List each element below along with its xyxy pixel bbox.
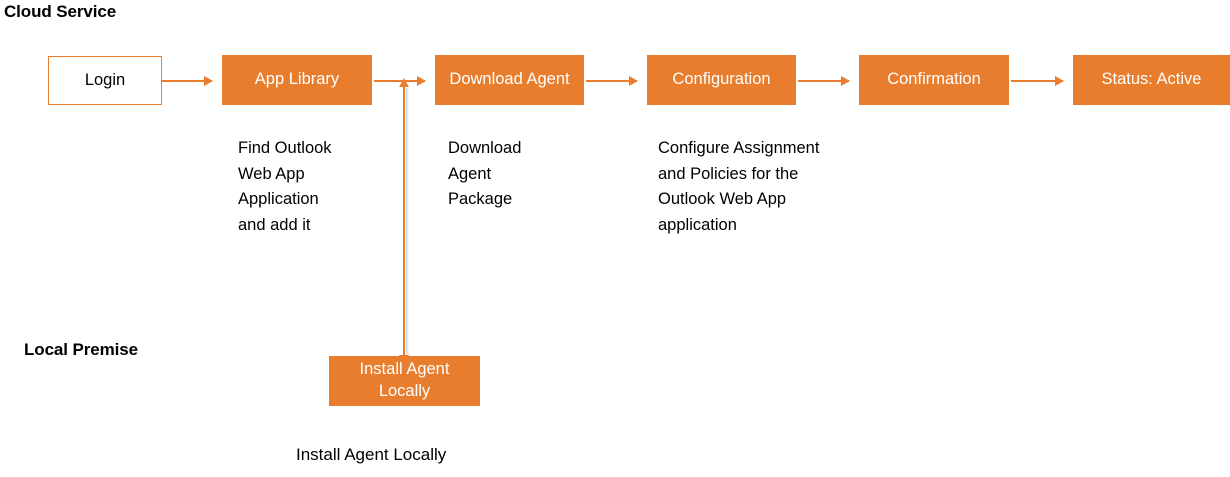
- caption-install-agent-locally: Install Agent Locally: [296, 445, 447, 464]
- arrow-vertical-shadow: [406, 88, 409, 356]
- description-download-agent: Download Agent Package: [448, 139, 522, 208]
- node-confirmation-label: Confirmation: [887, 70, 981, 89]
- node-install-agent-locally-label: Install Agent Locally: [359, 360, 450, 400]
- arrow-download-agent-to-configuration: [586, 76, 638, 86]
- arrow-confirmation-to-status: [1011, 76, 1064, 86]
- arrow-download-agent-to-install-agent: [399, 78, 409, 364]
- section-title-cloud-service: Cloud Service: [4, 2, 117, 21]
- node-configuration-label: Configuration: [672, 70, 771, 89]
- node-login[interactable]: Login: [48, 56, 162, 105]
- node-confirmation[interactable]: Confirmation: [859, 55, 1009, 105]
- node-status-active-label: Status: Active: [1101, 70, 1202, 89]
- section-title-local-premise: Local Premise: [24, 340, 138, 359]
- node-login-label: Login: [84, 70, 126, 89]
- description-app-library: Find Outlook Web App Application and add…: [238, 139, 332, 234]
- node-install-agent-locally[interactable]: Install Agent Locally: [329, 356, 480, 406]
- node-download-agent-label: Download Agent: [449, 70, 570, 89]
- node-configuration[interactable]: Configuration: [647, 55, 796, 105]
- description-configuration: Configure Assignment and Policies for th…: [658, 139, 820, 234]
- arrow-configuration-to-confirmation: [798, 76, 850, 86]
- node-app-library[interactable]: App Library: [222, 55, 372, 105]
- node-app-library-label: App Library: [254, 70, 340, 89]
- node-status-active[interactable]: Status: Active: [1073, 55, 1230, 105]
- arrow-login-to-app-library: [162, 76, 213, 86]
- node-download-agent[interactable]: Download Agent: [435, 55, 584, 105]
